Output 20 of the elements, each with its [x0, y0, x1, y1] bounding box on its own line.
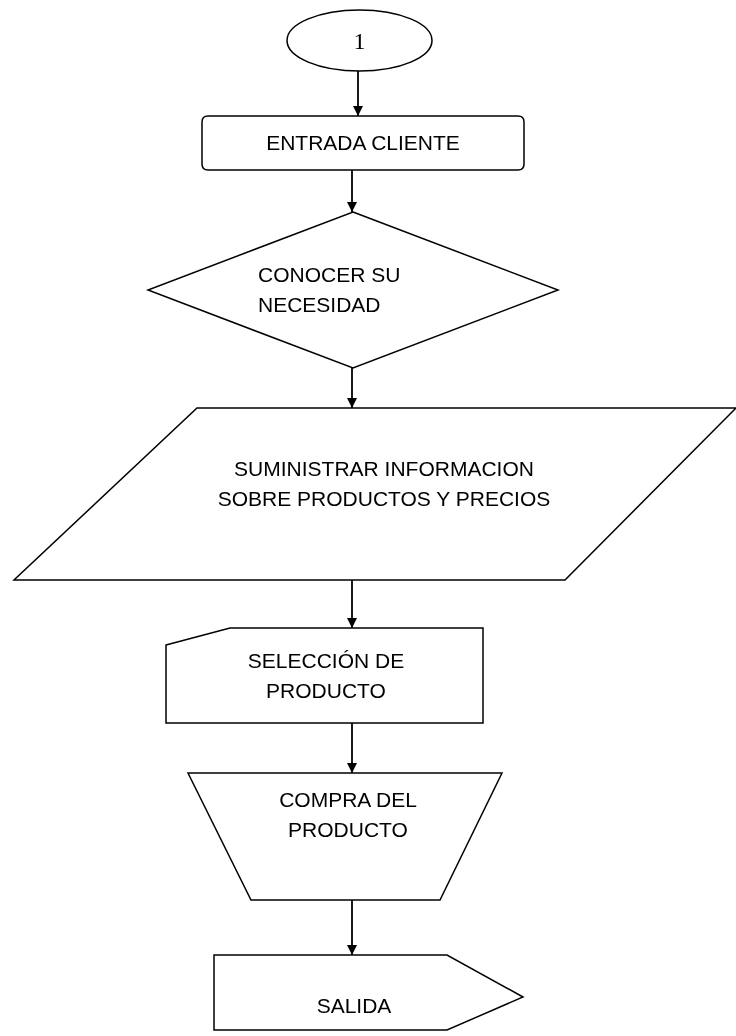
arrow: [347, 367, 357, 409]
process-box: [202, 116, 524, 170]
node-label: ENTRADA CLIENTE: [265, 130, 461, 156]
node-label: COMPRA DEL PRODUCTO: [278, 787, 418, 844]
node-label: 1: [352, 27, 367, 56]
card-shape: [166, 628, 483, 723]
arrow: [347, 722, 357, 774]
off-page-connector: [214, 955, 523, 1030]
node-label: SELECCIÓN DE PRODUCTO: [246, 648, 406, 705]
node-label: SUMINISTRAR INFORMACION SOBRE PRODUCTOS Y PRECIOS: [216, 456, 552, 513]
node-label: CONOCER SU NECESIDAD: [258, 262, 402, 319]
manual-operation-trapezoid: [188, 773, 502, 900]
data-parallelogram: [14, 408, 736, 580]
decision-diamond: [148, 212, 558, 368]
arrow: [347, 579, 357, 629]
arrow: [353, 70, 363, 117]
arrow: [347, 169, 357, 213]
node-label: SALIDA: [315, 993, 393, 1019]
connector-ellipse: [287, 10, 432, 71]
arrow: [347, 899, 357, 956]
